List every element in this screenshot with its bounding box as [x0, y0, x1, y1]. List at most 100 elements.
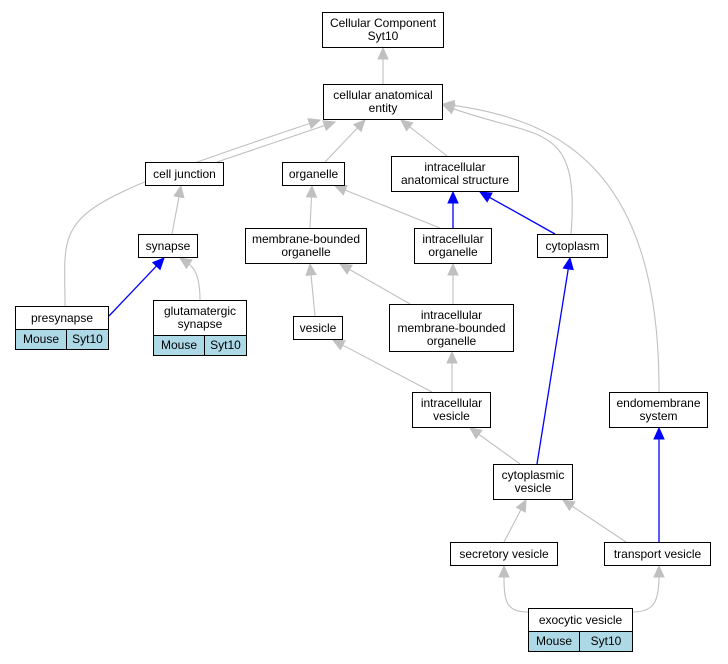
- node-label-line: anatomical structure: [400, 173, 510, 187]
- node-label-line: organelle: [281, 245, 331, 259]
- node-label-line: Syt10: [367, 29, 399, 43]
- node-label-line: organelle: [426, 333, 477, 348]
- node-synapse[interactable]: synapse: [138, 234, 198, 258]
- edge-cell-junction-to-cae: [216, 124, 327, 163]
- node-label: secretory vesicle: [451, 543, 557, 565]
- edge-arrowhead: [377, 46, 389, 60]
- edge-tv-to-cv: [570, 504, 627, 543]
- edge-iv-to-vesicle: [340, 343, 433, 393]
- node-label-line: exocytic vesicle: [538, 612, 623, 627]
- edge-ev-to-tv: [632, 574, 660, 613]
- edge-arrowhead: [338, 263, 353, 275]
- node-label-line: endomembrane: [616, 396, 701, 410]
- node-label-line: intracellular: [420, 396, 483, 410]
- node-label-line: membrane-bounded: [397, 320, 506, 335]
- edge-sv-to-cv: [503, 507, 523, 543]
- node-label-line: intracellular: [422, 232, 484, 246]
- edge-endo-to-cae: [451, 104, 660, 393]
- edge-arrowhead: [352, 119, 366, 133]
- edge-organelle-to-cae: [324, 126, 360, 163]
- node-label-line: intracellular: [420, 307, 483, 322]
- node-label-line: cell junction: [153, 166, 216, 181]
- node-label-line: presynapse: [30, 310, 94, 325]
- node-label-line: entity: [368, 101, 398, 115]
- node-label-line: secretory vesicle: [459, 546, 549, 561]
- edge-arrowhead: [498, 564, 510, 578]
- node-label: organelle: [283, 163, 344, 185]
- node-cell-junction[interactable]: cell junction: [145, 162, 224, 186]
- node-sv[interactable]: secretory vesicle: [450, 542, 558, 566]
- node-label: synapse: [139, 235, 197, 257]
- node-label-line: membrane-bounded: [251, 232, 361, 246]
- edge-arrowhead: [173, 184, 185, 199]
- node-label-line: synapse: [177, 317, 223, 331]
- edge-cytoplasm-to-ias: [487, 195, 556, 235]
- edge-arrowhead: [469, 427, 483, 440]
- node-label-line: Cellular Component: [329, 16, 437, 30]
- node-label: cell junction: [146, 163, 223, 185]
- node-cytoplasm[interactable]: cytoplasm: [537, 234, 608, 258]
- node-label-line: organelle: [288, 166, 339, 181]
- edge-cv-to-iv: [476, 432, 521, 465]
- node-vesicle[interactable]: vesicle: [293, 316, 343, 340]
- annotation-species: Mouse: [535, 634, 573, 648]
- node-label-line: vesicle: [514, 481, 552, 495]
- edge-arrowhead: [446, 350, 458, 364]
- edge-arrowhead: [653, 564, 665, 578]
- edge-vesicle-to-mbo: [310, 272, 316, 317]
- node-label-line: cytoplasmic: [501, 468, 565, 482]
- edge-arrowhead: [331, 339, 346, 351]
- edge-arrowhead: [400, 119, 414, 132]
- node-label-line: cellular anatomical: [333, 88, 433, 102]
- edge-arrowhead: [178, 257, 193, 270]
- edge-arrowhead: [562, 256, 574, 271]
- edge-arrowhead: [151, 257, 165, 271]
- edge-presynapse-to-synapse: [108, 264, 159, 317]
- node-label-line: system: [639, 409, 678, 423]
- edge-arrowhead: [561, 499, 576, 512]
- edge-arrowhead: [305, 262, 317, 277]
- node-label-line: vesicle: [299, 320, 337, 335]
- edge-presynapse-to-cae: [64, 122, 312, 307]
- edge-arrowhead: [478, 191, 493, 203]
- edge-synapse-to-cell-junction: [171, 194, 180, 235]
- edge-cv-to-cytoplasm: [536, 266, 570, 465]
- annotation-gene: Syt10: [579, 632, 632, 651]
- edge-imbo-to-mbo: [347, 267, 411, 305]
- node-organelle[interactable]: organelle: [282, 162, 345, 186]
- edge-arrowhead: [333, 184, 348, 196]
- node-label-line: transport vesicle: [613, 546, 702, 561]
- node-label-line: cytoplasm: [545, 238, 600, 253]
- node-label: presynapse: [16, 307, 108, 329]
- annotation-gene: Syt10: [66, 330, 108, 349]
- node-label: transport vesicle: [605, 543, 710, 565]
- edge-arrowhead: [653, 426, 665, 440]
- node-tv[interactable]: transport vesicle: [604, 542, 711, 566]
- node-label-line: organelle: [428, 245, 478, 259]
- edge-mbo-to-organelle: [309, 194, 313, 229]
- edge-arrowhead: [305, 184, 318, 198]
